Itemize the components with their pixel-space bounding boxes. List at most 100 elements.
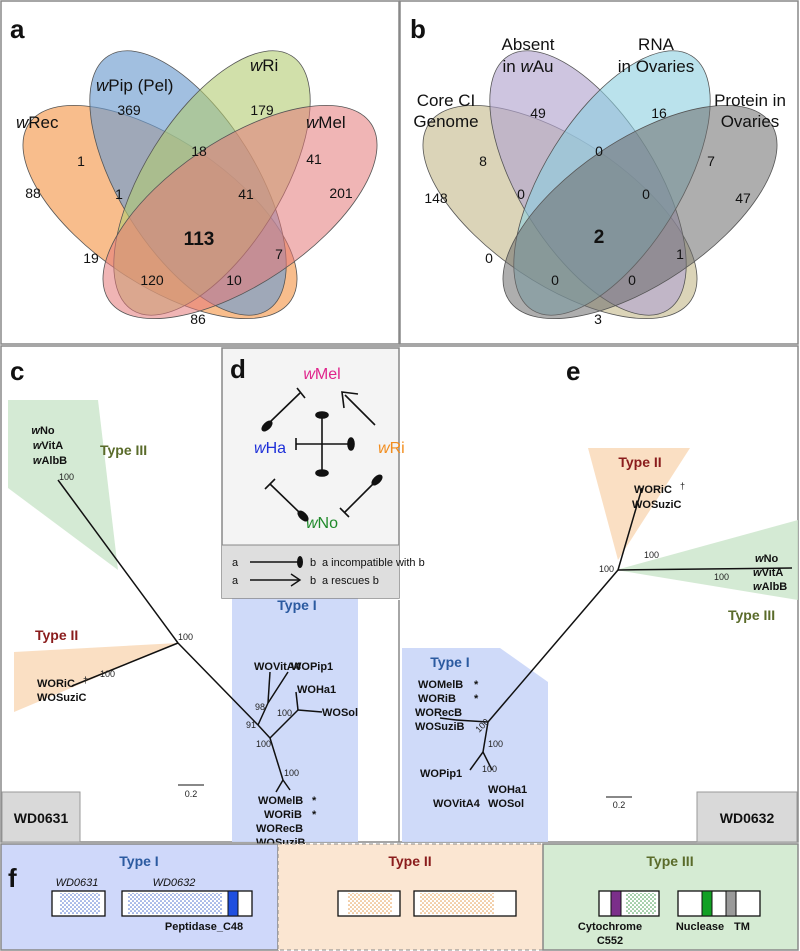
tree-c-type1-clade <box>232 590 358 842</box>
tree-c-leaf-wvita: wVitA <box>33 440 63 452</box>
panel-d-strain-wno: wNo <box>306 515 338 532</box>
panel-c-label: c <box>10 356 24 386</box>
venn-b-count-core-absent-rna: 0 <box>517 186 525 202</box>
tree-e-leaf-wno: wNo <box>755 553 779 565</box>
tree-c-leaf-wno: wNo <box>31 425 55 437</box>
panel-d-legend-b2: b <box>310 575 316 587</box>
panel-d-legend-b1: b <box>310 557 316 569</box>
panel-f-type1-gene1-domain <box>60 893 100 914</box>
tree-c-leaf-worib: WORiB <box>264 809 302 821</box>
panel-d-legend-rescues: a rescues b <box>322 575 379 587</box>
venn-a-count-pip-ri-mel: 41 <box>238 186 254 202</box>
tree-c-boot-6: 100 <box>256 739 271 749</box>
venn-b-count-core: 148 <box>424 190 448 206</box>
tree-c-leaf-wopip1: WOPip1 <box>291 661 333 673</box>
venn-b-title-core-1: Core CI <box>417 91 476 110</box>
tree-e-boot-1: 100 <box>644 550 659 560</box>
venn-a-count-rec-ri-mel: 120 <box>140 272 164 288</box>
venn-b-title-absent-2: in wAu <box>502 57 553 76</box>
venn-b-title-rna-2: in Ovaries <box>618 57 695 76</box>
panel-d-label: d <box>230 354 246 384</box>
tree-e-boot-6: 100 <box>482 764 497 774</box>
venn-a-set-mel <box>102 104 378 320</box>
tree-c-type3-clade <box>8 400 118 570</box>
tree-e-gene-box <box>696 791 798 843</box>
panel-f-type1-label: Type I <box>119 853 158 869</box>
tree-c-gene-box <box>1 791 81 843</box>
venn-b-title-protein-2: Ovaries <box>721 112 780 131</box>
tree-e-leaf-wosuzic: WOSuziC <box>632 499 682 511</box>
tree-c-leaf-walbb: wAlbB <box>33 455 67 467</box>
tree-e-leaf-wopip1: WOPip1 <box>420 768 462 780</box>
tree-e-leaf-walbb: wAlbB <box>753 581 787 593</box>
tree-e-dagger: † <box>680 481 685 491</box>
panel-f-type2-bg <box>277 843 544 951</box>
tree-c-leaf-worecb: WORecB <box>256 823 303 835</box>
venn-a-count-rec-pip-mel: 10 <box>226 272 242 288</box>
tree-e-leaf-womelb: WOMelB <box>418 679 463 691</box>
panel-e: e Type II WORiC † WOSuziC 100 wNo wVitA … <box>402 356 798 843</box>
tree-e-type2-clade <box>588 448 690 560</box>
tree-e-star-2: * <box>474 693 479 705</box>
tree-e-type3-clade <box>616 520 798 600</box>
panel-f-type2-label: Type II <box>388 853 431 869</box>
panel-f-type3-gene1-domain <box>626 893 656 914</box>
tree-e-leaf-worecb: WORecB <box>415 707 462 719</box>
tree-e-leaf-wosuzib: WOSuziB <box>415 721 465 733</box>
panel-f-type1-gene2-domain <box>128 893 222 914</box>
venn-b-count-absent: 49 <box>530 105 546 121</box>
tree-c-scale: 0.2 <box>185 789 198 799</box>
venn-b-title-core-2: Genome <box>413 112 478 131</box>
panel-d-legend-bg <box>222 545 399 598</box>
tree-e-boot-2: 100 <box>714 572 729 582</box>
tree-e-leaf-wvita: wVitA <box>753 567 783 579</box>
panel-f-c552-label: C552 <box>597 935 623 947</box>
tree-c-boot-8: 100 <box>284 768 299 778</box>
panel-d-strain-wmel: wMel <box>303 366 340 383</box>
tree-e-leaf-worib: WORiB <box>418 693 456 705</box>
venn-b-count-absent-rna: 0 <box>595 143 603 159</box>
venn-b-count-rna: 16 <box>651 105 667 121</box>
tree-e-branches <box>439 487 793 798</box>
tree-c-boot-5: 98 <box>255 702 265 712</box>
venn-b-count-all: 2 <box>594 227 605 248</box>
tree-e-gene-label: WD0632 <box>720 810 775 826</box>
tree-e-boot-3: 100 <box>599 564 614 574</box>
panel-f-peptidase-domain <box>227 890 239 917</box>
venn-b-count-protein: 47 <box>735 190 751 206</box>
venn-b-count-absent-rna-protein: 0 <box>642 186 650 202</box>
tree-c-leaf-woha1: WOHa1 <box>297 684 336 696</box>
venn-a-title-rec: wRec <box>16 113 59 132</box>
tree-c-boot-3: 100 <box>178 632 193 642</box>
venn-b-count-core-rna: 0 <box>485 250 493 266</box>
tree-c-branches <box>57 479 323 793</box>
venn-a-count-pip-mel: 7 <box>275 246 283 262</box>
panel-f-cytochrome-domain <box>610 890 622 917</box>
tree-e-type2-label: Type II <box>618 454 661 470</box>
venn-a-count-rec-ri: 19 <box>83 250 99 266</box>
panel-d-strain-wha: wHa <box>254 440 286 457</box>
tree-c-leaf-wosol: WOSol <box>322 707 358 719</box>
panel-f-tm-label: TM <box>734 921 750 933</box>
venn-a-title-ri: wRi <box>250 56 278 75</box>
tree-c-dagger: † <box>83 675 88 685</box>
venn-b-title-rna-1: RNA <box>638 35 675 54</box>
tree-e-type1-clade <box>402 648 548 842</box>
tree-c-star-1: * <box>312 795 317 807</box>
panel-b-border <box>399 0 799 345</box>
tree-c-type3-label: Type III <box>100 442 147 458</box>
tree-c-leaf-woric: WORiC <box>37 678 75 690</box>
panel-f-cytochrome-label: Cytochrome <box>578 921 642 933</box>
tree-e-scale: 0.2 <box>613 800 626 810</box>
panel-b: b Core CI Genome Absent in wAu RNA in Ov… <box>410 14 786 327</box>
panel-f-gene2-label: WD0632 <box>153 877 196 889</box>
panel-e-label: e <box>566 356 580 386</box>
panel-f-tm-domain <box>725 890 737 917</box>
tree-e-leaf-wosol: WOSol <box>488 798 524 810</box>
venn-b-title-absent-1: Absent <box>502 35 555 54</box>
tree-e-type3-label: Type III <box>728 607 775 623</box>
tree-e-type1-label: Type I <box>430 654 469 670</box>
venn-b-count-absent-protein: 1 <box>676 246 684 262</box>
tree-e-boot-5: 100 <box>488 739 503 749</box>
